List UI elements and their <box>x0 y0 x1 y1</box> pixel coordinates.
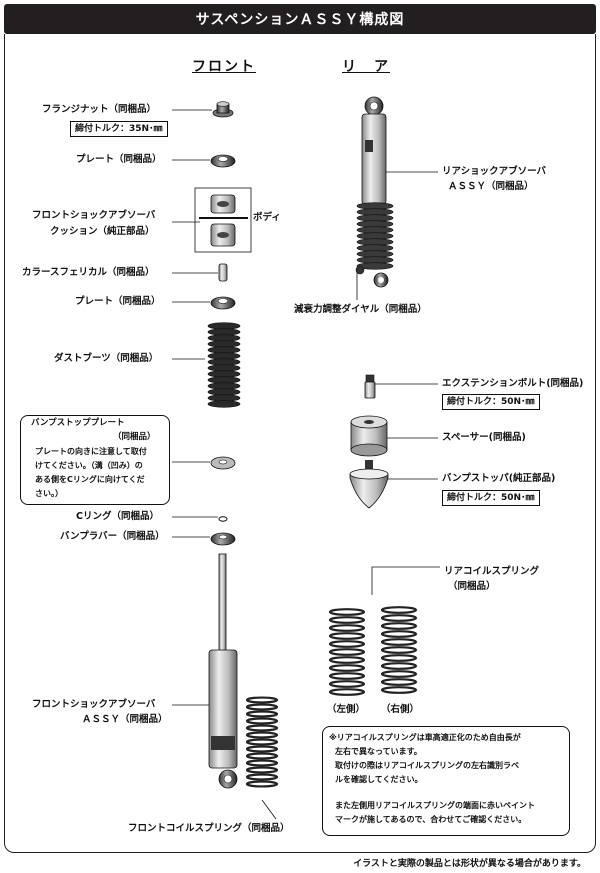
bump-stopper-label: バンプストッパ(純正部品) <box>442 473 556 484</box>
plate-mid-label: プレート（同梱品） <box>75 296 161 307</box>
cushion-label-line2: クッション（純正部品） <box>50 226 155 237</box>
diagram-frame <box>4 34 596 853</box>
front-coil-spring-icon <box>245 696 279 788</box>
rear-spring-right-label: （右側） <box>381 704 420 715</box>
rear-note-line2: 左右で異なっています。 <box>335 747 422 756</box>
plate-top-icon <box>210 154 236 168</box>
footer-disclaimer: イラストと実際の製品とは形状が異なる場合があります。 <box>353 859 586 869</box>
body-label: ボディ <box>253 212 281 223</box>
front-shock-label-line1: フロントショックアブソーバ <box>32 699 156 710</box>
extension-bolt-icon <box>364 374 376 399</box>
rear-note-line6: マークが施してあるので、合わせてご確認ください。 <box>335 815 527 824</box>
rear-note-line5: また左側用リアコイルスプリングの端面に赤いペイント <box>335 801 535 810</box>
extension-bolt-torque: 締付トルク：50N･㎜ <box>442 394 540 410</box>
rear-coil-spring-right-icon <box>380 606 418 694</box>
dust-boot-icon <box>207 322 241 408</box>
rear-heading: リ ア <box>342 59 390 75</box>
rear-spring-note: ※リアコイルスプリングは車高適正化のため自由長が 左右で異なっています。 取付け… <box>322 726 570 836</box>
rear-note-line3: 取付けの際はリアコイルスプリングの左右識別ラベ <box>335 761 519 770</box>
page-title: サスペンションＡＳＳＹ構成図 <box>4 4 596 34</box>
rear-spring-left-label: （左側） <box>327 704 366 715</box>
bump-rubber-icon <box>210 532 236 546</box>
cushion-bracket <box>194 187 252 253</box>
collar-spherical-icon <box>218 263 228 282</box>
bump-plate-note-line4: さい。） <box>35 489 63 498</box>
bump-plate-note-line1: プレートの向きに注意して取付 <box>35 447 147 456</box>
c-ring-label: Cリング（同梱品） <box>76 511 159 522</box>
spacer-label: スペーサー(同梱品) <box>442 432 526 443</box>
bump-stop-plate-note: バンプストッププレート （同梱品） プレートの向きに注意して取付 けてください。… <box>20 415 170 505</box>
bump-stopper-icon <box>349 460 389 509</box>
plate-mid-icon <box>210 296 236 310</box>
rear-note-line4: ルを確認してください。 <box>335 775 423 784</box>
flange-nut-label: フランジナット（同梱品） <box>42 104 157 115</box>
cushion-lower-icon <box>210 223 236 247</box>
rear-shock-label-line1: リアショックアブソーバ <box>442 166 547 177</box>
bump-plate-note-line2: けてください。（溝（凹み）の <box>35 461 143 470</box>
rear-shock-absorber-icon <box>355 96 394 288</box>
front-coil-spring-label: フロントコイルスプリング（同梱品） <box>128 823 290 834</box>
plate-top-label: プレート（同梱品） <box>76 154 162 165</box>
rear-coil-spring-left-icon <box>328 608 366 696</box>
bump-stopper-torque: 締付トルク：50N･㎜ <box>442 490 540 506</box>
extension-bolt-label: エクステンションボルト(同梱品) <box>442 378 584 389</box>
c-ring-icon <box>218 516 228 522</box>
spacer-icon <box>350 415 388 457</box>
bump-plate-title: バンプストッププレート <box>31 418 125 428</box>
rear-coil-spring-label-line1: リアコイルスプリング <box>444 566 540 577</box>
front-shock-label-line2: ＡＳＳＹ（同梱品） <box>82 714 168 725</box>
bump-stop-plate-icon <box>210 456 236 470</box>
bump-rubber-label: バンプラバー（同梱品） <box>60 531 165 542</box>
front-shock-absorber-icon <box>208 553 238 789</box>
rear-note-line1: ※リアコイルスプリングは車高適正化のため自由長が <box>329 733 521 742</box>
flange-nut-torque: 締付トルク：35N･㎜ <box>70 121 168 137</box>
rear-coil-spring-label-line2: （同梱品） <box>448 581 496 592</box>
cushion-label-line1: フロントショックアブソーバ <box>32 210 156 221</box>
damping-dial-label: 減衰力調整ダイヤル（同梱品） <box>294 304 427 315</box>
bump-plate-note-line3: ある側をCリングに向けてくだ <box>35 475 145 484</box>
dust-boot-label: ダストブーツ（同梱品） <box>54 353 159 364</box>
cushion-upper-icon <box>210 194 236 214</box>
front-heading: フロント <box>192 59 256 75</box>
rear-shock-label-line2: ＡＳＳＹ（同梱品） <box>448 181 534 192</box>
bump-plate-title2: （同梱品） <box>113 432 156 442</box>
collar-spherical-label: カラースフェリカル（同梱品） <box>22 267 155 278</box>
flange-nut-icon <box>212 101 234 118</box>
